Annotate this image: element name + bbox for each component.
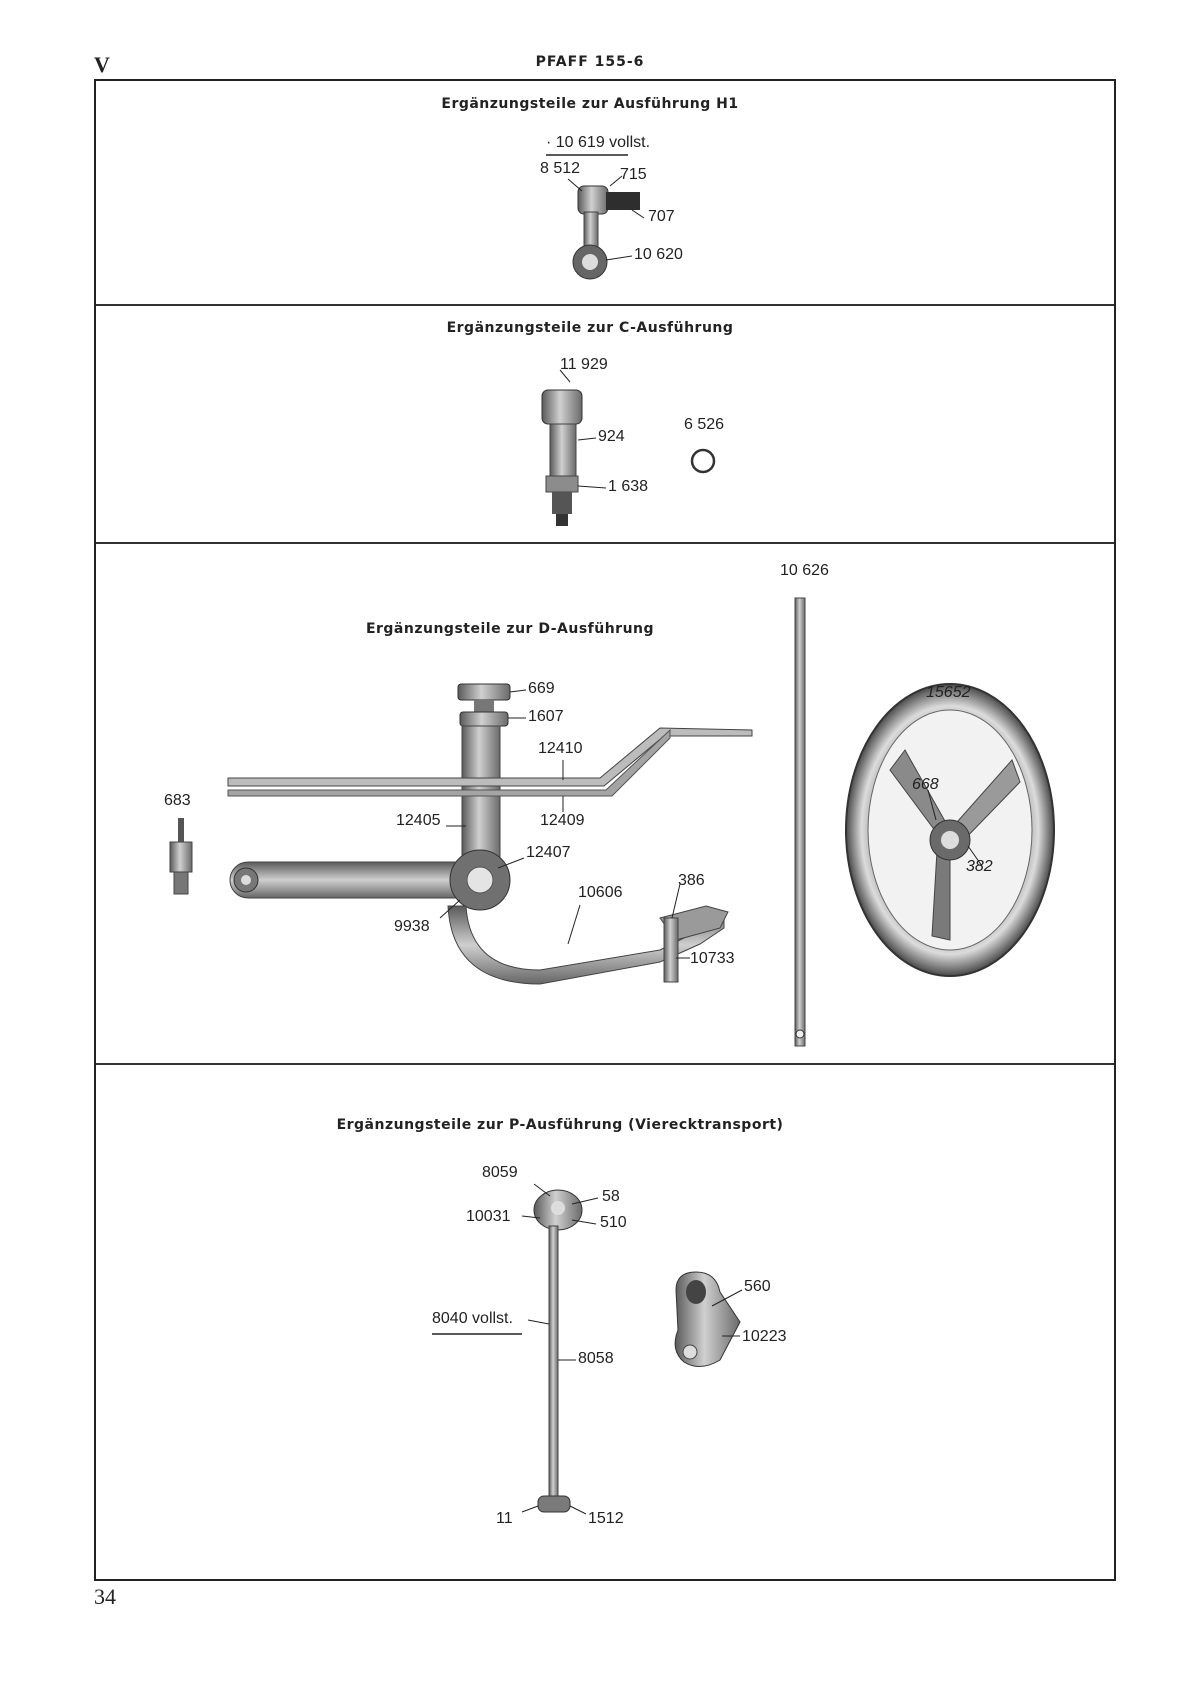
label-8059: 8059 [482,1164,518,1181]
part-10626-rod [794,597,806,1047]
label-58: 58 [602,1188,620,1205]
label-10619-vollst: · 10 619 vollst. [546,134,651,151]
label-12405: 12405 [396,812,441,829]
page-title: PFAFF 155-6 [535,54,645,70]
label-9938: 9938 [394,918,430,935]
section-title-p: Ergänzungsteile zur P-Ausführung (Vierec… [336,1117,784,1133]
part-d-assembly [227,683,753,985]
label-12407: 12407 [526,844,571,861]
label-715: 715 [620,166,647,183]
part-683-screw [169,818,193,895]
label-11: 11 [496,1510,513,1527]
page-number: 34 [94,1584,116,1609]
label-8512: 8 512 [540,160,581,177]
label-510: 510 [600,1214,627,1231]
part-6526-ring [690,448,716,474]
label-669: 669 [528,680,555,697]
label-1512: 1512 [588,1510,624,1527]
label-11929: 11 929 [560,356,608,373]
label-1638: 1 638 [608,478,649,495]
label-10733: 10733 [690,950,735,967]
label-1607: 1607 [528,708,564,725]
section-title-h1: Ergänzungsteile zur Ausführung H1 [441,96,739,112]
label-12410: 12410 [538,740,583,757]
label-560: 560 [744,1278,771,1295]
label-10620: 10 620 [634,246,683,263]
divider-3 [96,1063,1114,1065]
part-10619-assembly [546,154,645,280]
part-10223-clamp [674,1271,743,1367]
part-11929 [541,369,607,526]
label-924: 924 [598,428,625,445]
divider-2 [96,542,1114,544]
label-707: 707 [648,208,675,225]
label-386: 386 [678,872,705,889]
part-15652-handwheel [845,683,1055,977]
label-683: 683 [164,792,191,809]
label-382: 382 [966,858,993,875]
label-12409: 12409 [540,812,585,829]
label-6526: 6 526 [684,416,725,433]
section-title-c: Ergänzungsteile zur C-Ausführung [446,320,734,336]
section-letter: V [94,52,110,77]
label-10031: 10031 [466,1208,511,1225]
label-8040-vollst: 8040 vollst. [432,1310,513,1327]
label-8058: 8058 [578,1350,614,1367]
label-10606: 10606 [578,884,623,901]
part-8040-assembly [432,1183,599,1515]
label-15652: 15652 [926,684,971,701]
section-title-d: Ergänzungsteile zur D-Ausführung [365,621,655,637]
label-10223: 10223 [742,1328,787,1345]
label-10626: 10 626 [780,562,829,579]
label-668: 668 [912,776,939,793]
page-frame [94,79,1116,1581]
divider-1 [96,304,1114,306]
